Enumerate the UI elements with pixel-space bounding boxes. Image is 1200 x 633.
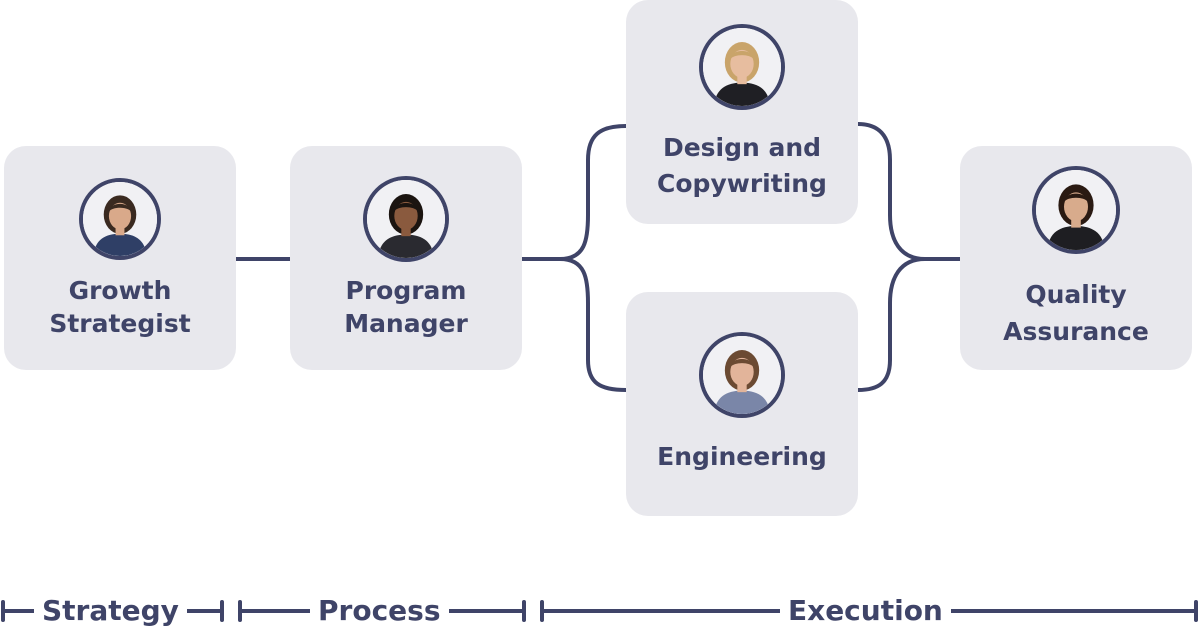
role-card-engineering: Engineering bbox=[626, 292, 858, 516]
person-silhouette bbox=[367, 180, 445, 258]
person-silhouette bbox=[703, 28, 781, 106]
role-label: Growth Strategist bbox=[49, 276, 191, 338]
role-label: Design and Copywriting bbox=[657, 133, 827, 198]
role-label: Quality Assurance bbox=[1003, 280, 1149, 346]
role-label: Program Manager bbox=[344, 276, 468, 338]
person-avatar-icon bbox=[1032, 166, 1120, 254]
person-silhouette bbox=[83, 182, 157, 256]
phase-label-execution: Execution bbox=[780, 592, 951, 630]
role-card-growth-strategist: Growth Strategist bbox=[4, 146, 236, 370]
person-avatar-icon bbox=[363, 176, 449, 262]
person-avatar-icon bbox=[79, 178, 161, 260]
phase-label-process: Process bbox=[310, 592, 449, 630]
person-avatar-icon bbox=[699, 24, 785, 110]
role-card-program-manager: Program Manager bbox=[290, 146, 522, 370]
phase-label-strategy: Strategy bbox=[34, 592, 187, 630]
branch-program-split bbox=[520, 124, 628, 392]
role-card-design-copywriting: Design and Copywriting bbox=[626, 0, 858, 224]
role-label: Engineering bbox=[657, 442, 827, 471]
branch-merge-qa bbox=[856, 122, 962, 392]
role-card-quality-assurance: Quality Assurance bbox=[960, 146, 1192, 370]
person-silhouette bbox=[1036, 170, 1116, 250]
person-silhouette bbox=[703, 336, 781, 414]
person-avatar-icon bbox=[699, 332, 785, 418]
